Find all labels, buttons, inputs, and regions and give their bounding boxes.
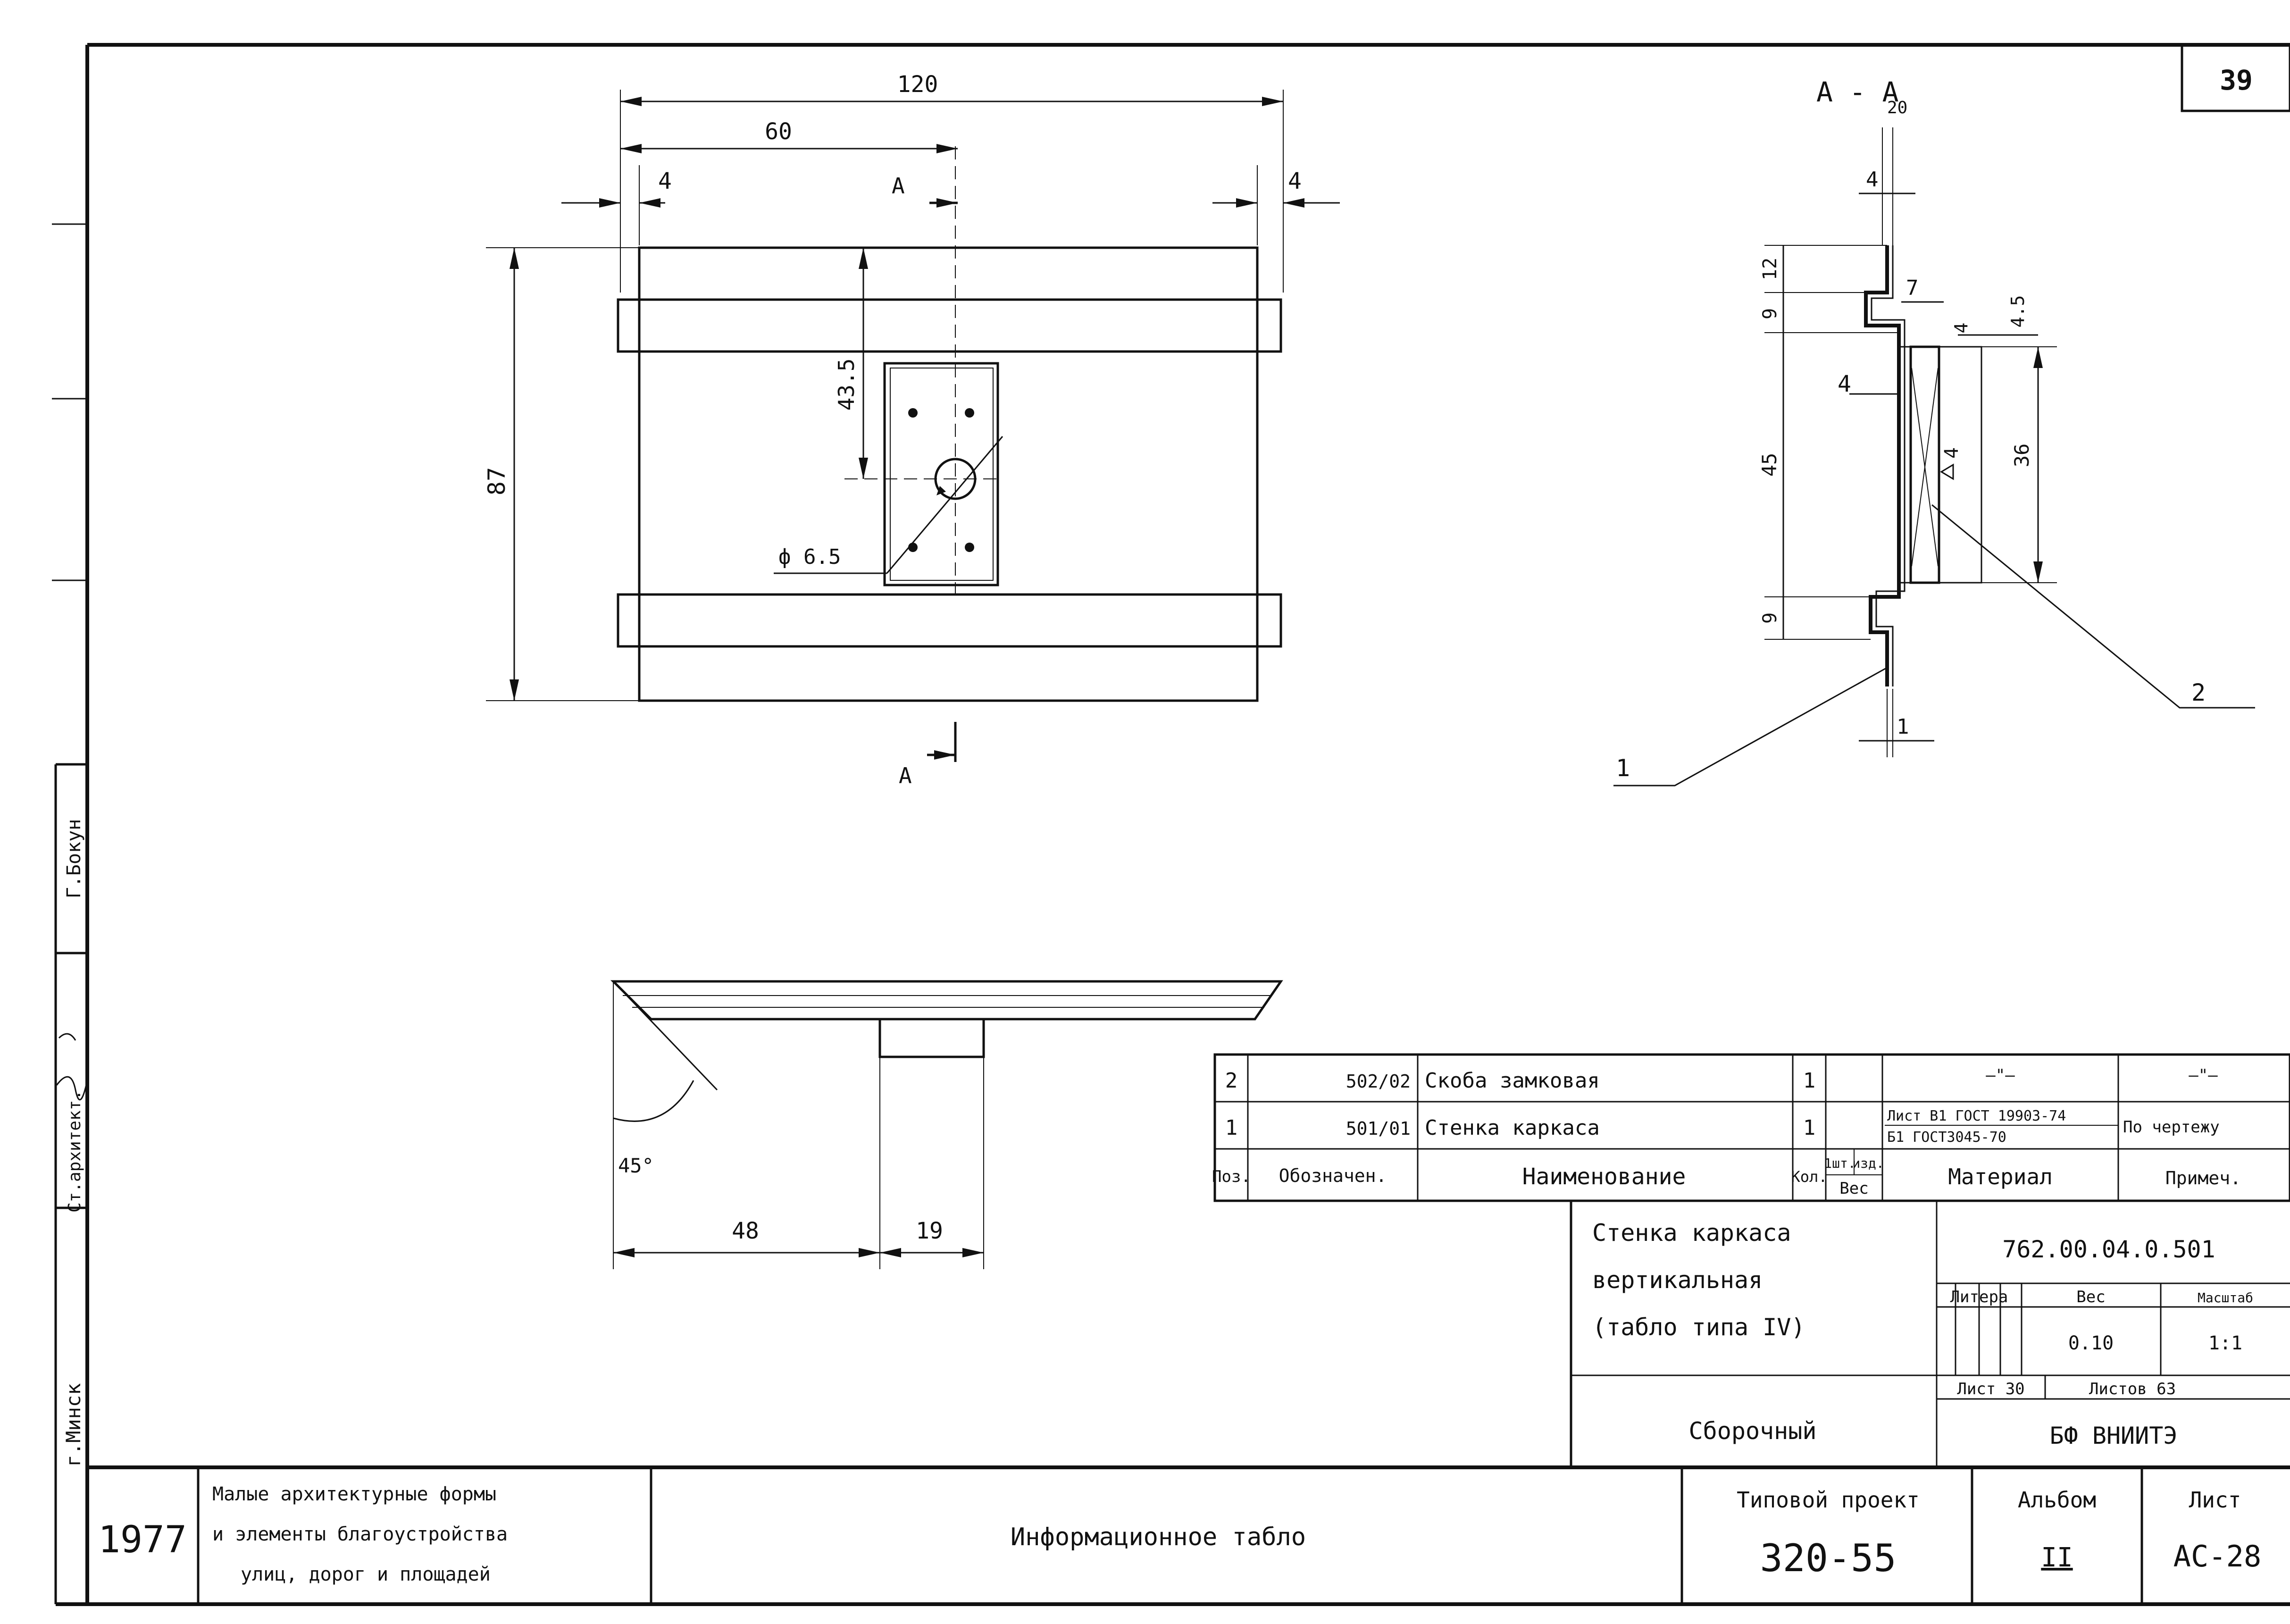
bottom-strip [87, 1465, 2290, 1604]
side-angle: 45° [618, 1154, 654, 1177]
sheet-of-label: Лист 30 [1957, 1380, 2024, 1398]
rivet [965, 543, 974, 552]
front-view: 120 60 4 4 А А 87 [483, 71, 1340, 788]
side-view: 45° 48 19 [610, 980, 1283, 1269]
side-dim-left: 48 [732, 1218, 759, 1244]
hole-diameter-label: ф 6.5 [778, 545, 841, 569]
spec-row-2-designation: 502/02 [1346, 1071, 1411, 1092]
spec-row-1-material: Лист В1 ГОСТ 19903-74 [1887, 1108, 2066, 1124]
product-name: Информационное табло [1011, 1523, 1306, 1551]
litera-label: Литера [1950, 1288, 2008, 1306]
section-weld-size: 4 [1941, 447, 1963, 459]
spec-header-remark: Примеч. [2165, 1168, 2241, 1189]
section-dim-lower-offset: 9 [1759, 612, 1781, 624]
sheets-total-label: Листов 63 [2089, 1380, 2176, 1398]
doc-number: 762.00.04.0.501 [2002, 1236, 2215, 1263]
spec-header-pos: Поз. [1212, 1167, 1251, 1186]
section-mark-bottom: А [899, 763, 912, 788]
spec-header-name: Наименование [1522, 1164, 1686, 1190]
sheet-frame [52, 43, 2290, 1606]
spec-row-2-material: —"— [1986, 1066, 2015, 1085]
section-dim-web-height: 45 [1758, 453, 1781, 477]
organization: БФ ВНИИТЭ [2050, 1422, 2178, 1449]
dim-overall-height: 87 [483, 467, 510, 495]
bottom-sheet-label: Лист [2189, 1487, 2241, 1513]
rivet [908, 408, 918, 418]
sheet-number: 39 [2220, 64, 2253, 96]
callout-part-2: 2 [2191, 679, 2206, 706]
section-dim-inner-height: 36 [2010, 444, 2033, 468]
section-dim-plate-thickness: 4 [1838, 371, 1851, 397]
part-title-line-2: вертикальная [1592, 1266, 1763, 1294]
subject-line-1: Малые архитектурные формы [212, 1483, 496, 1505]
spec-row-1-designation: 501/01 [1346, 1118, 1411, 1139]
subject-line-3: улиц, дорог и площадей [241, 1564, 491, 1585]
dim-half-width: 60 [765, 118, 792, 145]
spec-header-weight-item: изд. [1852, 1155, 1884, 1171]
spec-header-weight: Вес [1839, 1179, 1868, 1198]
section-title-subscript: 20 [1887, 98, 1907, 117]
year: 1977 [98, 1519, 187, 1561]
weight-label: Вес [2076, 1288, 2105, 1306]
section-dim-bottom-thickness: 1 [1897, 715, 1909, 739]
scale-label: Масштаб [2198, 1290, 2253, 1306]
stamp-signature [56, 1033, 88, 1101]
spec-row-2-qty: 1 [1803, 1069, 1816, 1093]
spec-table [1213, 1053, 2290, 1202]
spec-header-weight-1pc: 1шт. [1824, 1155, 1855, 1171]
album-number: II [2041, 1542, 2073, 1573]
spec-row-2-remark: —"— [2189, 1066, 2218, 1085]
stamp-role: Ст.архитект. [65, 1090, 84, 1213]
stamp-city: г.Минск [62, 1383, 85, 1466]
drawing-type: Сборочный [1689, 1417, 1817, 1445]
section-view: А - А 20 4 12 9 45 9 7 4 4 4.5 [1613, 76, 2255, 787]
spec-row-1-pos: 1 [1225, 1116, 1238, 1140]
stamp-name: Г.Бокун [63, 819, 85, 899]
section-dim-top-flange: 12 [1759, 258, 1781, 280]
album-label: Альбом [2018, 1487, 2096, 1513]
part-title-line-1: Стенка каркаса [1592, 1219, 1791, 1247]
spec-row-2-name: Скоба замковая [1425, 1069, 1600, 1093]
project-number: 320-55 [1760, 1536, 1897, 1580]
spec-header-designation: Обозначен. [1279, 1165, 1387, 1186]
spec-row-1-name: Стенка каркаса [1425, 1116, 1600, 1140]
section-dim-lip: 4 [1951, 323, 1972, 334]
spec-row-1-qty: 1 [1803, 1116, 1816, 1140]
callout-part-1: 1 [1616, 754, 1630, 782]
title-block [1570, 1201, 2290, 1467]
dim-left-offset: 4 [658, 168, 672, 194]
section-dim-top-thickness: 4 [1866, 167, 1879, 192]
weight-value: 0.10 [2068, 1332, 2114, 1354]
dim-hole-offset: 43.5 [834, 359, 859, 411]
part-title-line-3: (табло типа IV) [1592, 1314, 1805, 1341]
dim-overall-width: 120 [897, 71, 938, 98]
subject-line-2: и элементы благоустройства [212, 1524, 508, 1545]
scale-value: 1:1 [2208, 1332, 2242, 1354]
side-dim-right: 19 [916, 1218, 943, 1244]
spec-row-1-remark: По чертежу [2123, 1118, 2220, 1137]
section-title: А - А [1816, 76, 1899, 108]
project-label: Типовой проект [1737, 1487, 1920, 1513]
spec-header-material: Материал [1948, 1164, 2053, 1189]
spec-header-qty: Кол. [1791, 1168, 1827, 1186]
section-dim-upper-offset: 9 [1759, 308, 1781, 319]
rivet [965, 408, 974, 418]
section-mark-top: А [892, 173, 905, 199]
section-dim-depth: 7 [1906, 276, 1919, 300]
section-dim-lip-gap: 4.5 [2007, 295, 2028, 328]
dim-right-offset: 4 [1288, 168, 1302, 194]
spec-row-1-material-note: Б1 ГОСТ3045-70 [1887, 1129, 2006, 1146]
bottom-sheet-number: АС-28 [2173, 1539, 2262, 1574]
spec-row-2-pos: 2 [1225, 1069, 1238, 1093]
